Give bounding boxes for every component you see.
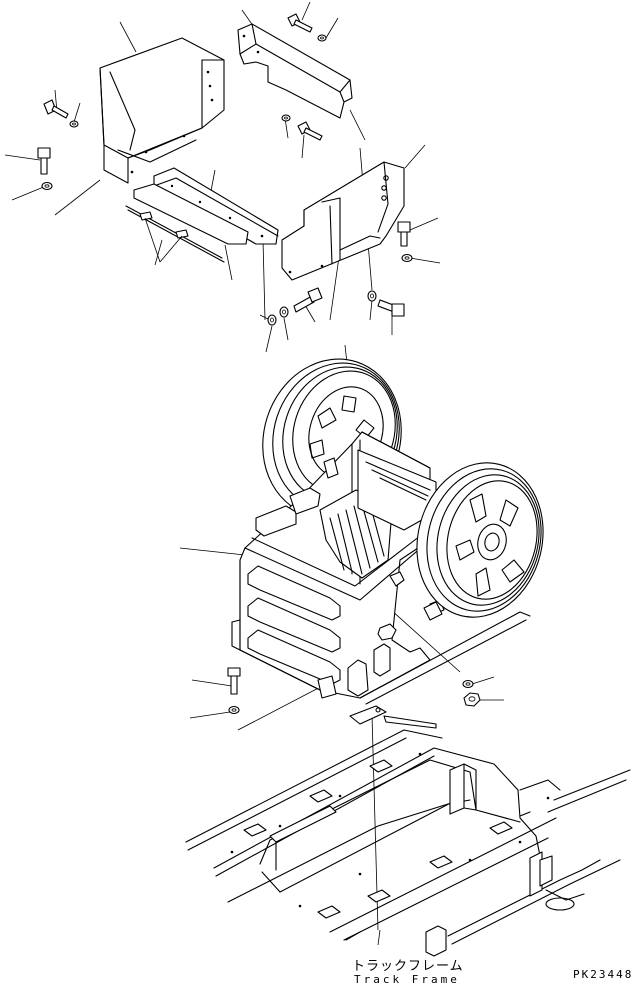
washer-icon [69, 120, 79, 128]
bolt-icon [397, 221, 411, 247]
washer-icon [228, 705, 240, 715]
rods [125, 205, 225, 263]
side-cover-plate [281, 161, 405, 281]
track-frame-label-jp: トラックフレーム [352, 959, 464, 974]
crusher-assembly [231, 358, 544, 705]
mounting-bar [133, 167, 279, 245]
bolt-icon [297, 121, 323, 141]
right-flywheel [416, 462, 544, 618]
washer-icon [401, 253, 413, 263]
bolt-icon [287, 13, 313, 33]
track-frame [185, 729, 631, 957]
washer-icon [367, 290, 377, 302]
washer-icon [267, 314, 277, 326]
washer-icon [462, 679, 474, 689]
bolt-icon [43, 99, 69, 119]
bolt-icon [293, 287, 323, 313]
top-cover-plate [237, 23, 353, 119]
nut-icon [463, 692, 481, 707]
track-frame-label-en: Track Frame [354, 973, 460, 986]
bolt-icon [377, 299, 405, 317]
washer-icon [279, 306, 289, 318]
hopper-cover-left [99, 37, 225, 184]
washer-icon [317, 34, 327, 42]
shim-plate [349, 705, 437, 729]
washer-icon [41, 181, 53, 191]
drawing-code: PK23448 [573, 968, 634, 981]
leader-lines [4, 1, 504, 946]
washer-icon [281, 114, 291, 122]
bolt-icon [37, 147, 51, 175]
bolt-icon [227, 667, 241, 695]
